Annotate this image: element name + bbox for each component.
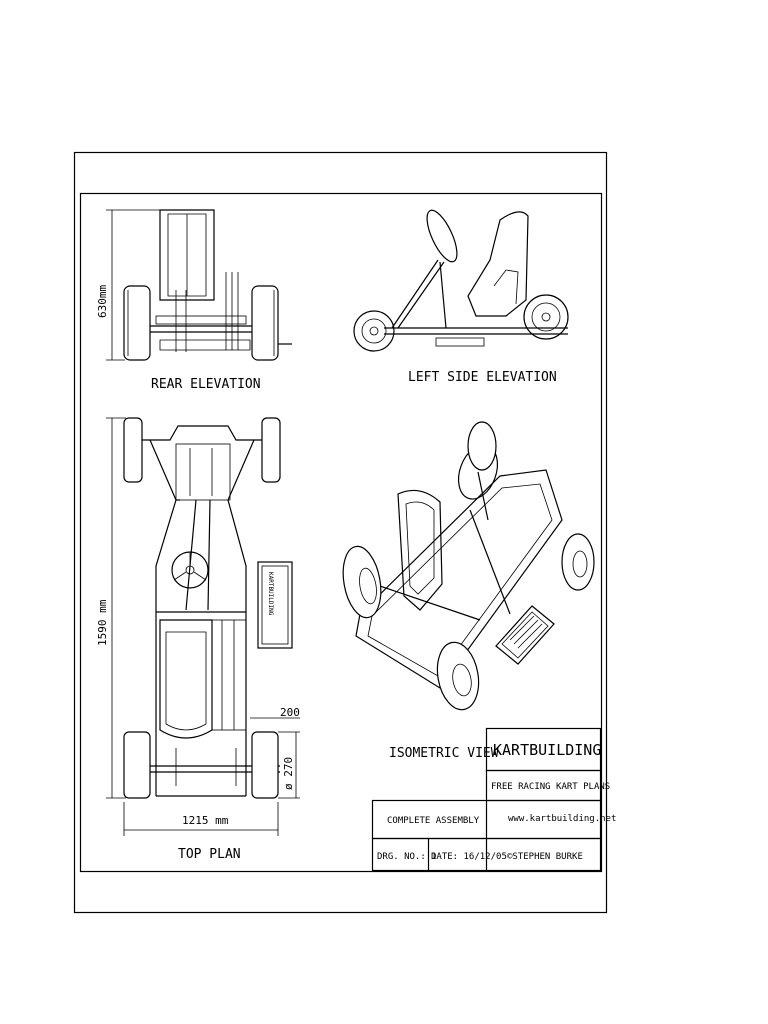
top-plan-offset-dim: 200 <box>280 706 300 719</box>
title-block-brand: KARTBUILDING <box>493 741 601 759</box>
inner-border <box>79 192 603 873</box>
top-plan-width-dim: 1215 mm <box>182 814 229 827</box>
isometric-view <box>342 421 595 711</box>
top-plan-title: TOP PLAN <box>178 847 241 862</box>
rear-height-dim: 630mm <box>96 285 109 318</box>
title-block-drawing-title: COMPLETE ASSEMBLY <box>387 816 480 826</box>
top-plan-length-dim: 1590 mm <box>96 599 109 646</box>
title-block-url: www.kartbuilding.net <box>508 814 616 824</box>
title-block-date: DATE: 16/12/05 <box>431 852 507 862</box>
title-block-subtitle: FREE RACING KART PLANS <box>491 782 610 792</box>
isometric-view-title: ISOMETRIC VIEW <box>389 746 499 761</box>
title-block-author: ©STEPHEN BURKE <box>507 852 583 862</box>
title-block-drawing-no: DRG. NO.: 1 <box>377 852 437 862</box>
plaque-text: KARTBUILDING <box>267 572 274 616</box>
title-block <box>371 727 602 872</box>
outer-border <box>73 151 608 914</box>
left-side-elevation-view <box>353 209 569 352</box>
rear-elevation-title: REAR ELEVATION <box>151 377 261 392</box>
rear-elevation-view: 630mm <box>96 209 292 361</box>
top-plan-wheel-dim: ø 270 <box>282 757 295 790</box>
left-side-elevation-title: LEFT SIDE ELEVATION <box>408 370 557 385</box>
top-plan-view: 1590 mm <box>96 417 300 836</box>
